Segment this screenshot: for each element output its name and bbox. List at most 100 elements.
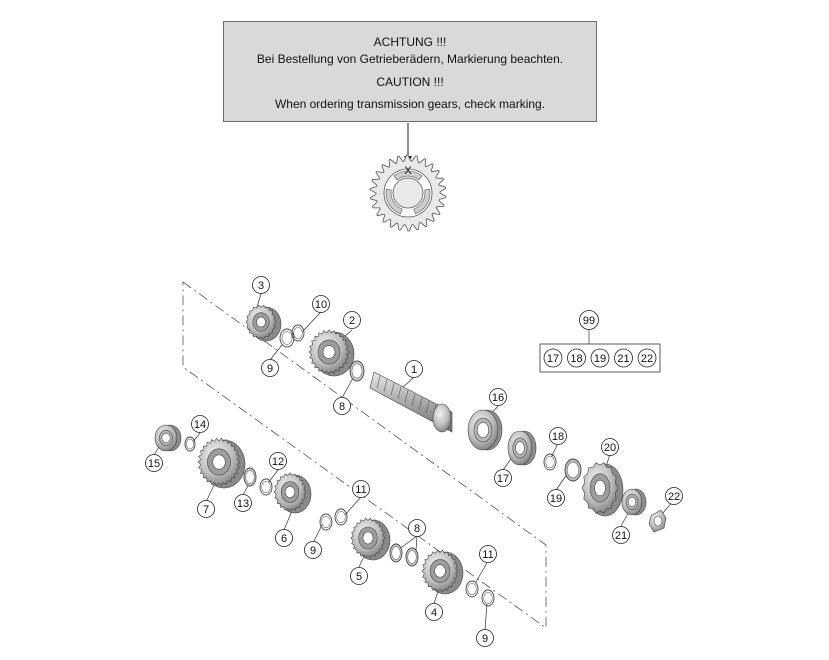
- gear-3: [245, 304, 282, 342]
- callout-15: 15: [145, 454, 163, 472]
- callout-label: 4: [431, 607, 437, 619]
- callout-1: 1: [405, 360, 423, 378]
- callout-label: 2: [349, 315, 355, 327]
- callout-label: 9: [482, 633, 488, 645]
- bearing-16: [467, 409, 503, 451]
- callout-22: 22: [665, 487, 683, 505]
- callout-label: 6: [281, 533, 287, 545]
- notice-title-en: CAUTION !!!: [376, 75, 444, 89]
- gear-5: [350, 517, 391, 561]
- callout-11: 11: [352, 480, 370, 498]
- kit-number-label: 99: [583, 315, 595, 327]
- assembly-dashed-outline: [182, 281, 547, 629]
- washer-11-mid: [334, 508, 348, 526]
- callout-12: 12: [269, 452, 287, 470]
- kit-item-label: 22: [641, 353, 653, 365]
- callout-14: 14: [191, 415, 209, 433]
- kit-item-19: 19: [590, 348, 610, 368]
- washer-21: [621, 488, 647, 516]
- callout-3: 3: [252, 276, 270, 294]
- callout-18: 18: [549, 427, 567, 445]
- gear-2: [308, 329, 355, 377]
- nut-22: [648, 509, 667, 533]
- washer-9-mid: [319, 513, 333, 531]
- kit-item-label: 19: [594, 353, 606, 365]
- callout-label: 8: [339, 401, 345, 413]
- callout-label: 9: [310, 545, 316, 557]
- sprocket-20: [581, 462, 624, 517]
- kit-item-21: 21: [614, 348, 633, 368]
- callout-9: 9: [304, 541, 322, 559]
- oring-18: [543, 453, 557, 471]
- callout-label: 10: [315, 299, 327, 311]
- callout-label: 1: [411, 364, 417, 376]
- washer-12: [259, 478, 273, 496]
- washer-10: [291, 324, 305, 342]
- marked-gear-reference: [369, 154, 447, 232]
- bushing-13: [243, 467, 257, 487]
- callout-21: 21: [612, 526, 630, 544]
- callout-label: 3: [258, 280, 264, 292]
- callout-17: 17: [494, 469, 512, 487]
- kit-item-label: 21: [617, 353, 629, 365]
- bearing-15: [154, 424, 182, 452]
- callout-20: 20: [601, 438, 619, 456]
- callout-8: 8: [333, 397, 351, 415]
- callout-16: 16: [489, 388, 507, 406]
- callout-label: 16: [492, 392, 504, 404]
- gear-6: [273, 472, 312, 514]
- callout-9: 9: [476, 629, 494, 647]
- transmission-parts: [154, 304, 667, 607]
- callout-7: 7: [197, 500, 215, 518]
- callout-label: 12: [272, 456, 284, 468]
- washer-11-low: [465, 580, 479, 598]
- callout-label: 20: [604, 442, 616, 454]
- gear-7: [197, 437, 246, 489]
- callout-label: 14: [194, 419, 206, 431]
- callout-19: 19: [547, 489, 565, 507]
- callout-kit: 99 17 18 19 21 22: [543, 310, 657, 368]
- gear-marking-x: X: [404, 165, 412, 177]
- kit-item-18: 18: [567, 348, 586, 368]
- callout-13: 13: [234, 494, 252, 512]
- callout-label: 17: [497, 473, 509, 485]
- callout-label: 15: [148, 458, 160, 470]
- callout-label: 9: [267, 363, 273, 375]
- callout-label: 13: [237, 498, 249, 510]
- kit-item-label: 18: [570, 353, 582, 365]
- washer-9-low: [481, 589, 495, 607]
- callout-label: 8: [414, 523, 420, 535]
- callout-label: 22: [668, 491, 680, 503]
- callout-6: 6: [275, 529, 293, 547]
- bushing-8-pair-b: [405, 547, 419, 567]
- seal-19: [564, 458, 582, 482]
- washer-9-top: [279, 328, 295, 348]
- bushing-8-pair-a: [389, 543, 403, 563]
- callout-10: 10: [312, 295, 330, 313]
- callout-label: 18: [552, 431, 564, 443]
- kit-item-22: 22: [637, 348, 657, 368]
- callout-label: 19: [550, 493, 562, 505]
- notice-title-de: ACHTUNG !!!: [373, 35, 447, 49]
- callout-label: 5: [356, 571, 362, 583]
- main-shaft: [369, 371, 453, 433]
- notice-text-en: When ordering transmission gears, check …: [274, 97, 546, 111]
- callout-2: 2: [343, 311, 361, 329]
- callout-label: 11: [482, 549, 493, 561]
- callout-5: 5: [350, 567, 368, 585]
- callout-label: 21: [615, 530, 627, 542]
- notice-text-de: Bei Bestellung von Getrieberädern, Marki…: [256, 52, 564, 66]
- kit-item-17: 17: [543, 348, 563, 368]
- callout-label: 11: [355, 484, 366, 496]
- callout-11: 11: [479, 545, 497, 563]
- caution-notice-box: ACHTUNG !!! Bei Bestellung von Getrieber…: [223, 21, 597, 122]
- callout-label: 7: [203, 504, 209, 516]
- callout-4: 4: [425, 603, 443, 621]
- kit-item-label: 17: [547, 353, 559, 365]
- callout-9: 9: [261, 359, 279, 377]
- bearing-17: [507, 430, 537, 466]
- callout-8: 8: [408, 519, 426, 537]
- washer-14: [184, 436, 196, 452]
